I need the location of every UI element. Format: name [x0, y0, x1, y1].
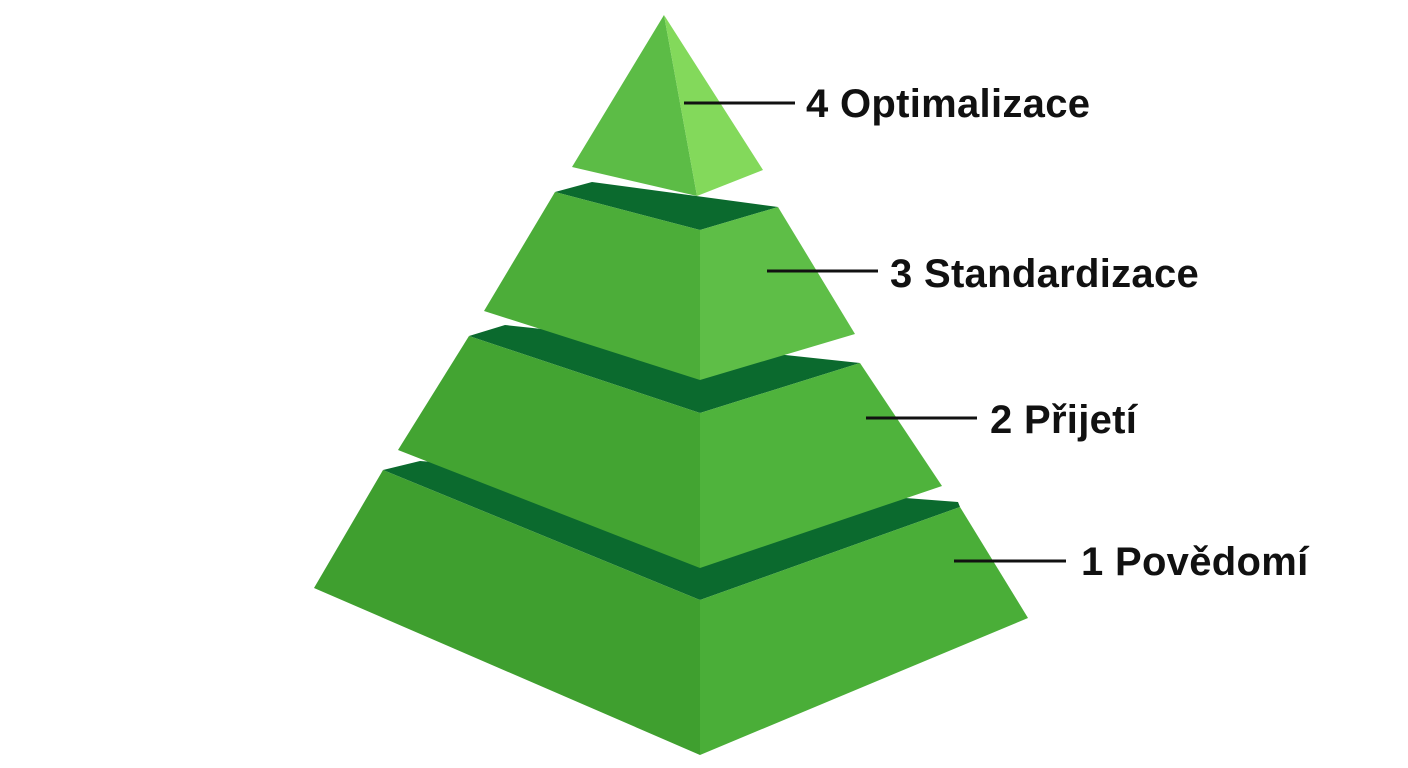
level-3-top-band [555, 182, 778, 230]
level-3-front-face [484, 192, 700, 380]
level-1-right-face [700, 507, 1028, 755]
level-3-label: 3 Standardizace [890, 252, 1200, 296]
level-1-front-face [314, 470, 700, 755]
level-4-right-face [664, 15, 763, 196]
level-4-front-face [572, 15, 697, 196]
level-2-front-face [398, 336, 700, 568]
level-2-top-band [469, 325, 860, 413]
level-4-label: 4 Optimalizace [806, 82, 1091, 126]
pyramid-level-3 [484, 182, 855, 380]
level-1-label: 1 Povědomí [1081, 540, 1309, 584]
pyramid-level-4 [572, 15, 763, 196]
level-3-right-face [700, 207, 855, 380]
level-2-right-face [700, 363, 942, 568]
level-2-label: 2 Přijetí [990, 398, 1138, 442]
pyramid-level-2 [398, 325, 942, 568]
